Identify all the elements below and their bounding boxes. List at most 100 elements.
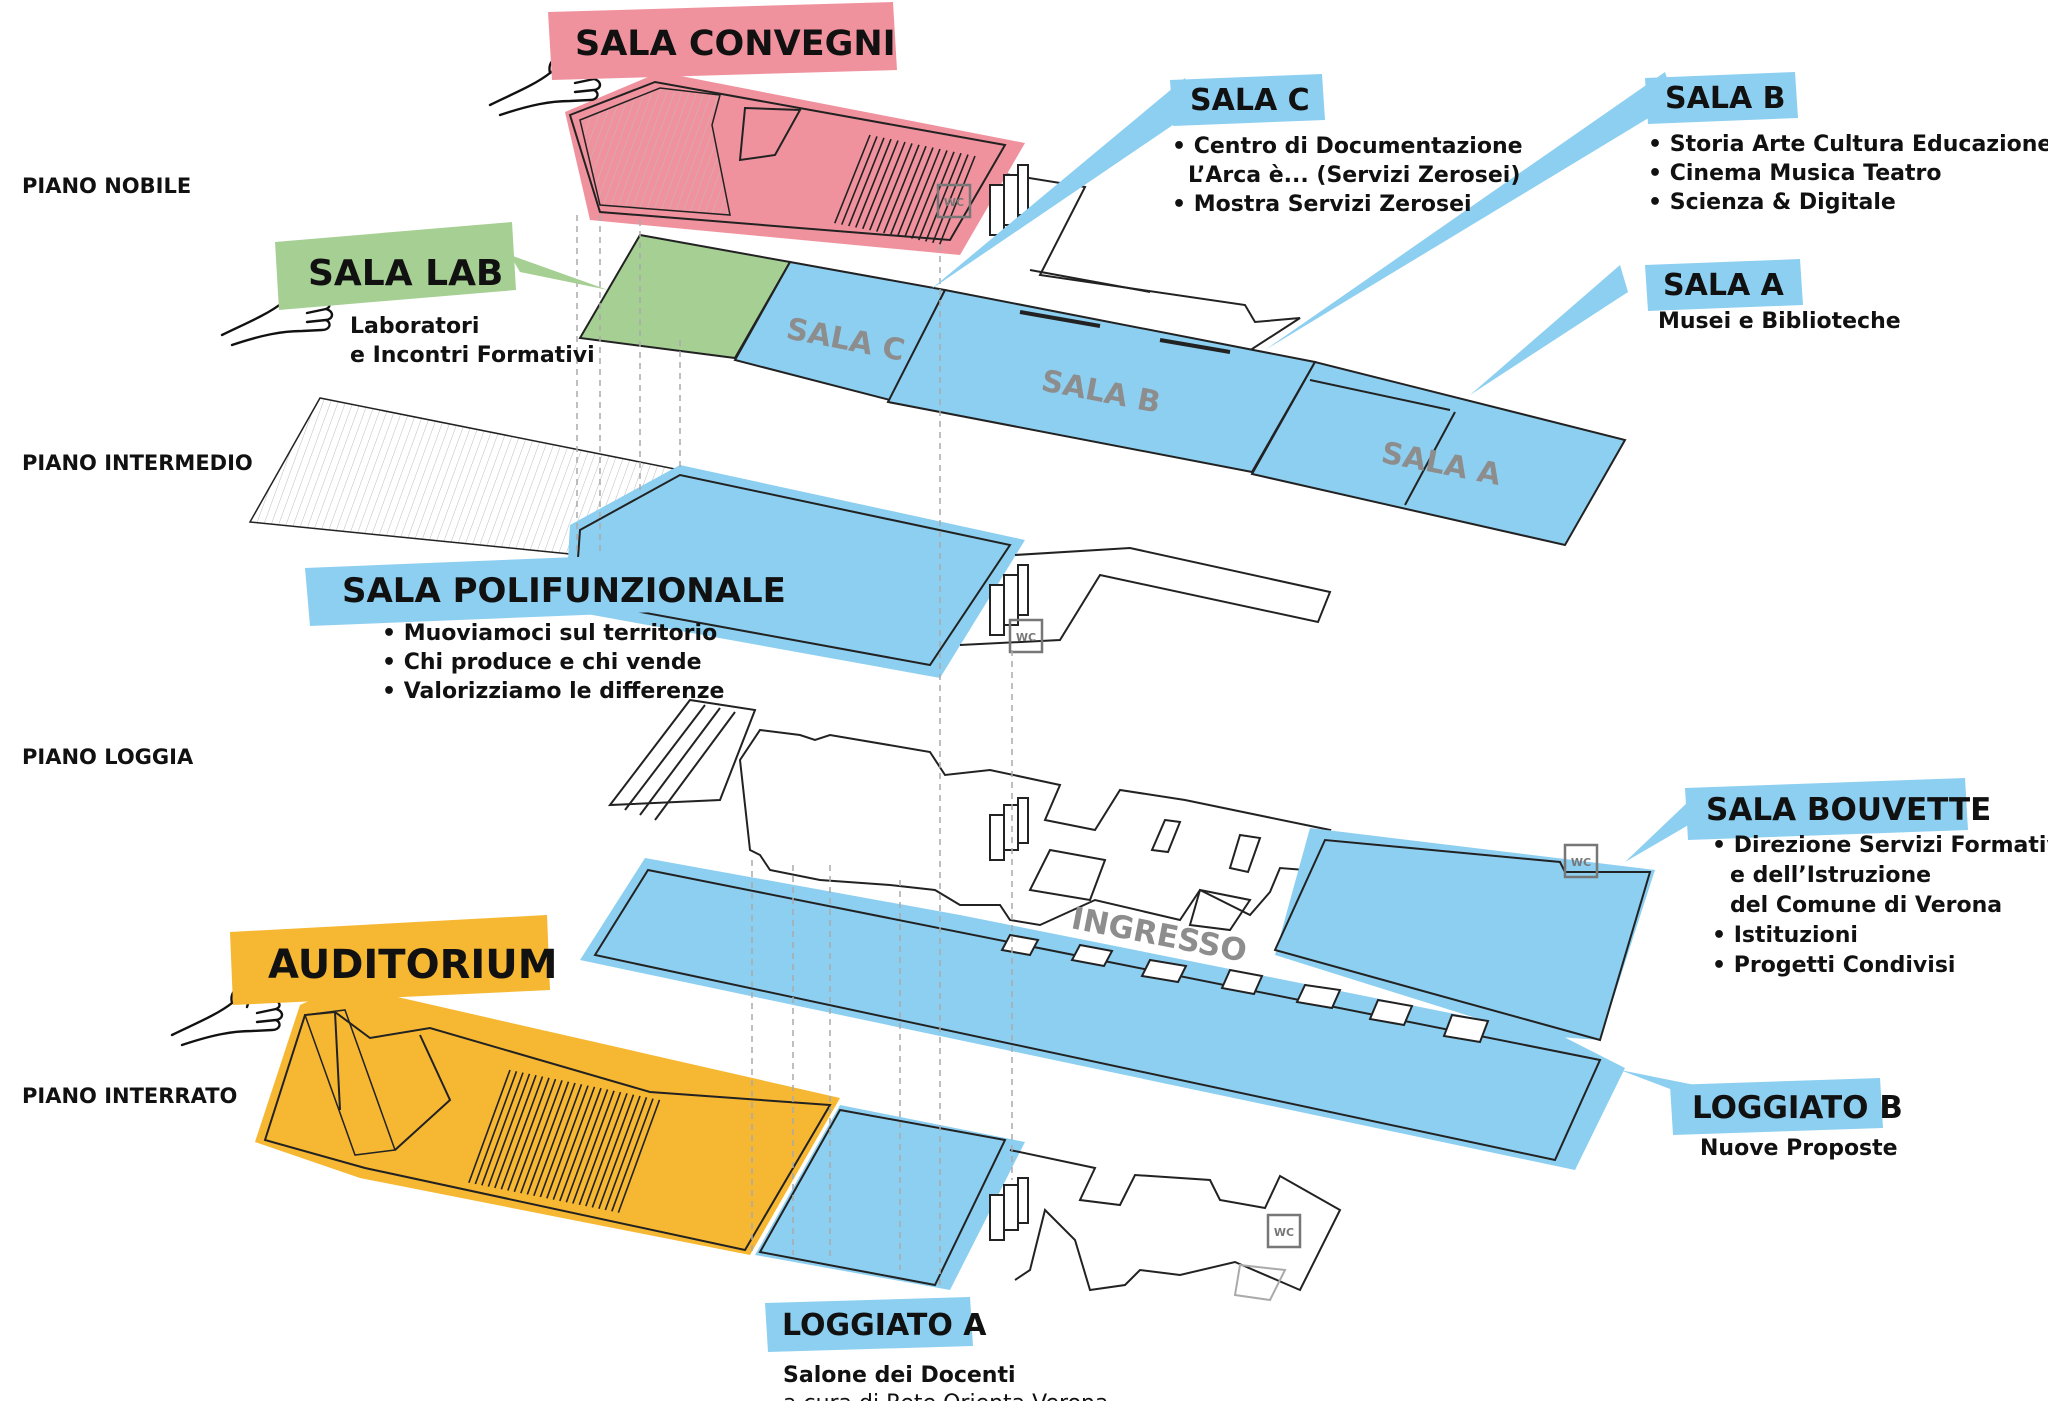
stair-core-loggia (989, 797, 1029, 861)
seat-row (883, 144, 920, 234)
intermedio-corridor (959, 546, 1332, 646)
stair-core-nobile (989, 164, 1029, 236)
hand-icons (170, 57, 602, 1047)
sala-b-bullet-1: • Storia Arte Cultura Educazione (1648, 132, 2048, 157)
seat-row (855, 138, 892, 228)
tag-sala-c: SALA C • Centro di Documentazione L’Arca… (1170, 74, 1523, 217)
sala-bouvette-area (580, 828, 1655, 1170)
floor-labels: PIANO NOBILE PIANO INTERMEDIO PIANO LOGG… (22, 174, 253, 1108)
wc-boxes: WC WC WC WC (936, 183, 1599, 1249)
svg-text:WC: WC (944, 196, 964, 209)
seat-row (572, 1090, 615, 1204)
tag-loggiato-b: LOGGIATO B Nuove Proposte (1670, 1078, 1903, 1161)
sala-c-bullet-1: • Centro di Documentazione (1172, 134, 1523, 159)
seat-row (494, 1074, 537, 1189)
seat-row (559, 1087, 602, 1202)
seat-row (500, 1076, 544, 1190)
bouvette-line-2: e dell’Istruzione (1730, 863, 1931, 888)
seat-row (918, 151, 955, 241)
tag-loggiato-a-title: LOGGIATO A (782, 1308, 987, 1343)
seat-row (552, 1086, 596, 1200)
tag-sala-bouvette-title: SALA BOUVETTE (1706, 792, 1991, 828)
stair-core-interrato (989, 1177, 1029, 1241)
bouvette-bullet-1: • Direzione Servizi Formativi (1712, 833, 2048, 858)
seat-row (474, 1071, 518, 1185)
loggiato-a-area (755, 1105, 1025, 1290)
seat-row (848, 137, 885, 227)
tag-sala-lab-title: SALA LAB (308, 253, 503, 294)
seat-row (533, 1082, 576, 1196)
wc-icon-intermedio: WC (1008, 618, 1044, 654)
auditorium-seating (468, 1069, 661, 1213)
seat-row (841, 136, 878, 225)
seat-row (591, 1094, 635, 1208)
seat-row (604, 1097, 648, 1211)
sala-lab-line-2: e Incontri Formativi (350, 343, 595, 368)
svg-text:WC: WC (1016, 631, 1036, 644)
stair-core-intermedio (989, 564, 1029, 636)
seat-row (481, 1072, 524, 1186)
sala-lab-line-1: Laboratori (350, 314, 479, 339)
tag-sala-a-title: SALA A (1663, 268, 1785, 303)
sala-a-line-1: Musei e Biblioteche (1658, 309, 1901, 334)
svg-text:WC: WC (1571, 856, 1591, 869)
tag-sala-convegni: SALA CONVEGNI (548, 2, 897, 80)
convegni-seating (834, 134, 976, 245)
seat-row (925, 152, 962, 242)
vertical-guides (576, 215, 1013, 1290)
seat-row (862, 140, 899, 230)
sala-a-area (1250, 360, 1627, 547)
svg-text:WC: WC (1274, 1226, 1294, 1239)
tag-sala-bouvette: SALA BOUVETTE • Direzione Servizi Format… (1685, 778, 2048, 978)
sala-b-bullet-2: • Cinema Musica Teatro (1648, 161, 1942, 186)
stair-cores (989, 164, 1029, 1241)
seat-row (507, 1077, 550, 1191)
floor-label-nobile: PIANO NOBILE (22, 174, 191, 198)
tag-auditorium-title: AUDITORIUM (268, 942, 558, 988)
loggiato-a-line-1: Salone dei Docenti (783, 1363, 1016, 1388)
bouvette-bullet-4: • Istituzioni (1712, 923, 1858, 948)
bouvette-line-3: del Comune di Verona (1730, 893, 2002, 918)
tag-loggiato-b-title: LOGGIATO B (1692, 1090, 1903, 1126)
tag-sala-lab: SALA LAB Laboratori e Incontri Formativi (275, 222, 595, 368)
loggiato-a-line-2: a cura di Rete Orienta Verona (783, 1391, 1108, 1401)
floor-label-intermedio: PIANO INTERMEDIO (22, 451, 253, 475)
seat-row (598, 1095, 641, 1209)
seat-row (565, 1089, 609, 1203)
seat-row (897, 147, 934, 237)
seat-row (578, 1091, 622, 1206)
tag-sala-a: SALA A Musei e Biblioteche (1645, 259, 1901, 334)
wc-icon-bouvette: WC (1563, 843, 1599, 879)
seat-row (468, 1069, 511, 1183)
tag-auditorium: AUDITORIUM (230, 915, 558, 1005)
tag-sala-polifunzionale-title: SALA POLIFUNZIONALE (342, 571, 786, 611)
bouvette-columns (1000, 933, 1490, 1044)
wc-icon-nobile: WC (936, 183, 972, 219)
sala-c-bullet-2: L’Arca è... (Servizi Zerosei) (1188, 163, 1520, 188)
auditorium-area (255, 985, 840, 1255)
seat-row (585, 1093, 628, 1207)
tag-sala-c-title: SALA C (1190, 83, 1310, 118)
seat-row (520, 1080, 563, 1194)
interrato-corridor (1009, 1149, 1342, 1302)
seat-row (904, 148, 941, 238)
polifunzionale-bullet-1: • Muoviamoci sul territorio (382, 621, 717, 646)
polifunzionale-bullet-2: • Chi produce e chi vende (382, 650, 702, 675)
seat-row (939, 155, 976, 245)
seat-row (611, 1098, 654, 1212)
floor-label-loggia: PIANO LOGGIA (22, 745, 194, 769)
tag-sala-polifunzionale: SALA POLIFUNZIONALE • Muoviamoci sul ter… (305, 550, 786, 704)
seat-row (932, 154, 969, 244)
tag-sala-convegni-title: SALA CONVEGNI (575, 24, 896, 64)
sala-b-bullet-3: • Scienza & Digitale (1648, 190, 1896, 215)
seat-row (617, 1099, 661, 1213)
seat-row (546, 1085, 589, 1199)
seat-row (487, 1073, 531, 1187)
seat-row (890, 145, 927, 235)
seat-row (911, 150, 948, 239)
floor-label-interrato: PIANO INTERRATO (22, 1084, 237, 1108)
seat-row (834, 134, 871, 224)
tag-sala-b: SALA B • Storia Arte Cultura Educazione … (1645, 72, 2048, 215)
bouvette-bullet-5: • Progetti Condivisi (1712, 953, 1955, 978)
